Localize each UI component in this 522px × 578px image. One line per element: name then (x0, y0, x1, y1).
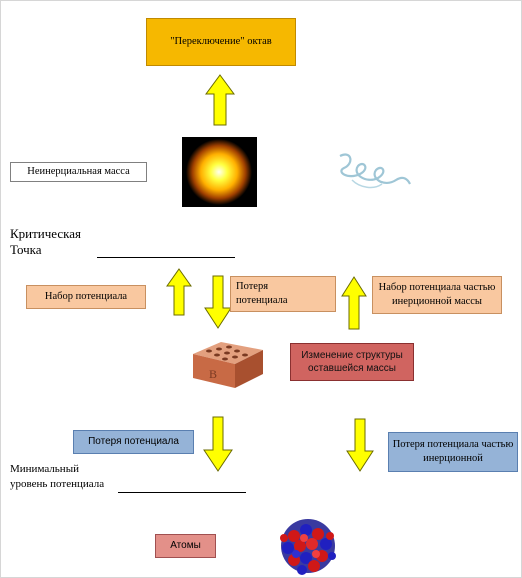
glowing-star-icon (182, 137, 257, 207)
critical-point-line2: Точка (10, 242, 42, 257)
potential-loss-inertial-box: Потеря потенциала частью инерционной (388, 432, 518, 472)
octave-switch-box: "Переключение" октав (146, 18, 296, 66)
structure-change-box: Изменение структуры оставшейся массы (290, 343, 414, 381)
potential-gain-label: Набор потенциала (44, 290, 128, 302)
up-arrow-left-icon (166, 268, 192, 316)
spiral-wave-icon (339, 153, 411, 189)
minimal-level-line2: уровень потенциала (10, 478, 105, 490)
potential-gain-box: Набор потенциала (26, 285, 146, 309)
down-arrow-right-icon (346, 418, 374, 472)
noninertial-mass-box: Неинерциальная масса (10, 162, 147, 182)
potential-loss-blue-label: Потеря потенциала (88, 436, 179, 448)
noninertial-mass-label: Неинерциальная масса (27, 165, 130, 177)
svg-text:B: B (209, 367, 217, 381)
down-arrow-left-icon (203, 416, 233, 472)
potential-loss-blue-box: Потеря потенциала (73, 430, 194, 454)
potential-gain-inertial-box: Набор потенциала частью инерционной масс… (372, 276, 502, 314)
minimal-level-line (118, 492, 246, 493)
potential-loss-inertial-label: Потеря потенциала частью инерционной (392, 438, 514, 464)
minimal-level-line1: Минимальный (10, 463, 79, 475)
potential-loss-label: Потеря потенциала (236, 280, 288, 306)
potential-gain-inertial-label: Набор потенциала частью инерционной масс… (378, 281, 496, 307)
atoms-box: Атомы (155, 534, 216, 558)
atoms-label: Атомы (170, 540, 201, 552)
up-arrow-icon (205, 74, 235, 126)
structure-change-label: Изменение структуры оставшейся массы (301, 349, 403, 375)
atom-nucleus-icon (280, 519, 336, 575)
critical-point-line1: Критическая (10, 226, 82, 241)
potential-loss-box: Потеря потенциала (230, 276, 336, 312)
critical-point-line (97, 257, 235, 258)
up-arrow-right-icon (341, 276, 367, 330)
down-arrow-center-icon (204, 275, 232, 329)
octave-switch-label: "Переключение" октав (170, 35, 272, 47)
brick-icon: B (193, 342, 263, 388)
